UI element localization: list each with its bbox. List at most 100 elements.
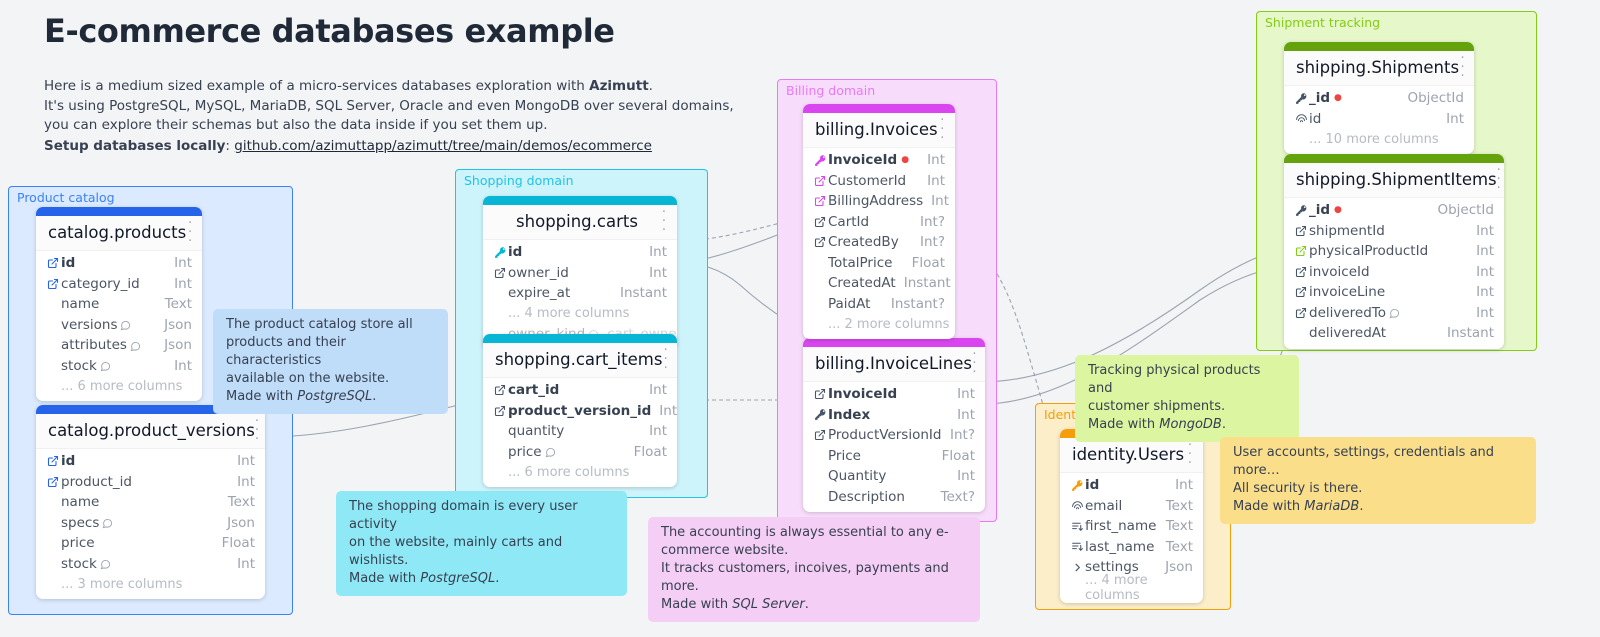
table-menu-icon[interactable]: ··· [1187, 438, 1193, 471]
more-columns-label[interactable]: ... 6 more columns [508, 464, 630, 480]
table-menu-icon[interactable]: ··· [1496, 163, 1501, 196]
more-columns-label[interactable]: ... 4 more columns [1085, 572, 1148, 603]
column-row[interactable]: InvoiceId●Int [803, 150, 955, 171]
table-menu-icon[interactable]: ··· [972, 347, 977, 380]
table-header[interactable]: billing.InvoiceLines··· [803, 347, 985, 382]
more-columns-label[interactable]: ... 2 more columns [828, 316, 950, 332]
table-header[interactable]: shipping.ShipmentItems··· [1284, 163, 1504, 198]
column-name-text: product_id [61, 473, 132, 490]
table-header[interactable]: shipping.Shipments··· [1284, 51, 1474, 86]
column-type: Int? [920, 234, 945, 251]
foreign-key-icon [1293, 286, 1309, 298]
column-row[interactable]: _id●ObjectId [1284, 200, 1504, 221]
comment-icon [120, 319, 131, 331]
table-title: catalog.product_versions [48, 421, 255, 440]
note-identity[interactable]: User accounts, settings, credentials and… [1220, 437, 1536, 524]
table-menu-icon[interactable]: ··· [188, 216, 193, 249]
column-name-text: BillingAddress [828, 193, 924, 210]
note-product-catalog[interactable]: The product catalog store all products a… [213, 309, 448, 414]
table-color-bar [1284, 42, 1474, 51]
more-columns-label[interactable]: ... 3 more columns [61, 576, 183, 592]
column-name: email [1085, 498, 1158, 514]
column-type: Int [957, 406, 975, 423]
more-columns-label[interactable]: ... 10 more columns [1309, 131, 1439, 147]
table-menu-icon[interactable]: ··· [661, 205, 667, 238]
column-row[interactable]: _id●ObjectId [1284, 88, 1474, 109]
note-shopping-domain[interactable]: The shopping domain is every user activi… [336, 491, 627, 596]
setup-repo-link[interactable]: github.com/azimuttapp/azimutt/tree/main/… [234, 138, 652, 154]
table-header[interactable]: identity.Users··· [1060, 438, 1203, 473]
table-menu-icon[interactable]: ··· [663, 343, 668, 376]
more-columns-label[interactable]: ... 6 more columns [61, 378, 183, 394]
table-header[interactable]: catalog.products··· [36, 216, 202, 251]
table-menu-icon[interactable]: ··· [940, 113, 945, 146]
table-header[interactable]: billing.Invoices··· [803, 113, 955, 148]
note-shipment-tracking[interactable]: Tracking physical products and customer … [1075, 355, 1299, 442]
column-name: name [61, 296, 157, 312]
column-name: first_name [1085, 518, 1158, 534]
table-menu-icon[interactable]: ··· [1460, 51, 1465, 84]
table-header[interactable]: catalog.product_versions··· [36, 414, 265, 449]
expand-chevron-icon[interactable] [1069, 562, 1085, 573]
note-billing-domain[interactable]: The accounting is always essential to an… [648, 517, 980, 622]
column-name: invoiceId [1309, 264, 1468, 280]
table-header[interactable]: shopping.cart_items··· [483, 343, 677, 378]
table-menu-icon[interactable]: ··· [254, 414, 260, 447]
table-header[interactable]: shopping.carts··· [483, 205, 677, 240]
more-columns-label[interactable]: ... 4 more columns [508, 306, 630, 321]
